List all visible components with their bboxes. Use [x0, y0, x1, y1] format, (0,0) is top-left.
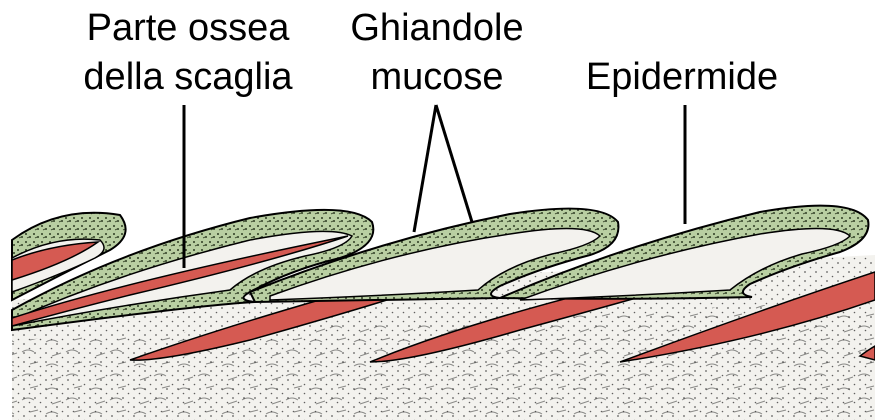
bone-label-line2: della scaglia [68, 55, 308, 99]
gland-leader-line-1 [414, 105, 436, 232]
gland-leader-line-2 [436, 105, 472, 222]
bone-label-line1: Parte ossea [68, 6, 308, 50]
gland-label-line2: mucose [332, 55, 542, 99]
epidermis-label: Epidermide [568, 55, 796, 99]
gland-label-line1: Ghiandole [332, 6, 542, 50]
